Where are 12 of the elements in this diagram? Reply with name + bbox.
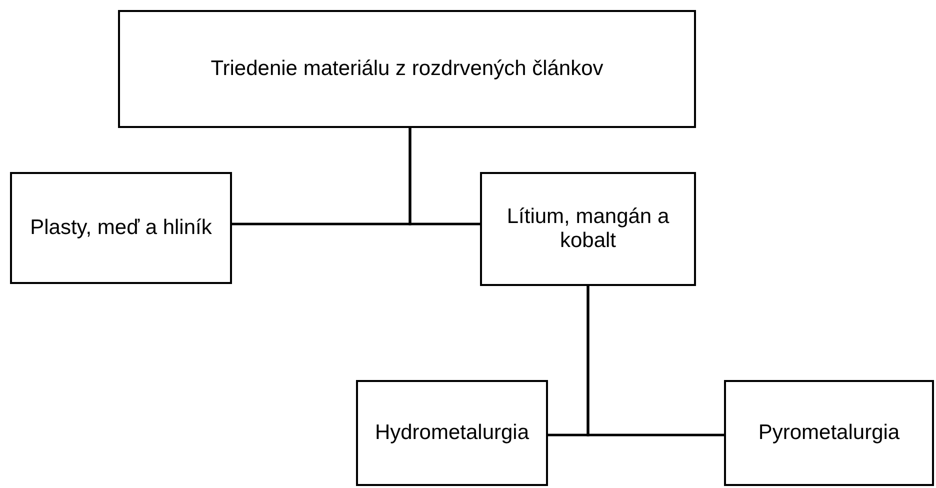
connector-line: [408, 128, 480, 226]
box-label: Pyrometalurgia: [758, 421, 900, 445]
process-box: [356, 380, 548, 486]
box-label: Lítium, mangán a kobalt: [506, 205, 670, 253]
process-box: [118, 10, 696, 128]
box-label: Triedenie materiálu z rozdrvených článkov: [210, 57, 604, 81]
process-box: [10, 172, 232, 284]
process-box: [724, 380, 934, 486]
box-label: Plasty, meď a hliník: [30, 216, 212, 240]
box-label: Hydrometalurgia: [374, 421, 530, 445]
connector-line: [586, 286, 724, 436]
process-box: [480, 172, 696, 286]
